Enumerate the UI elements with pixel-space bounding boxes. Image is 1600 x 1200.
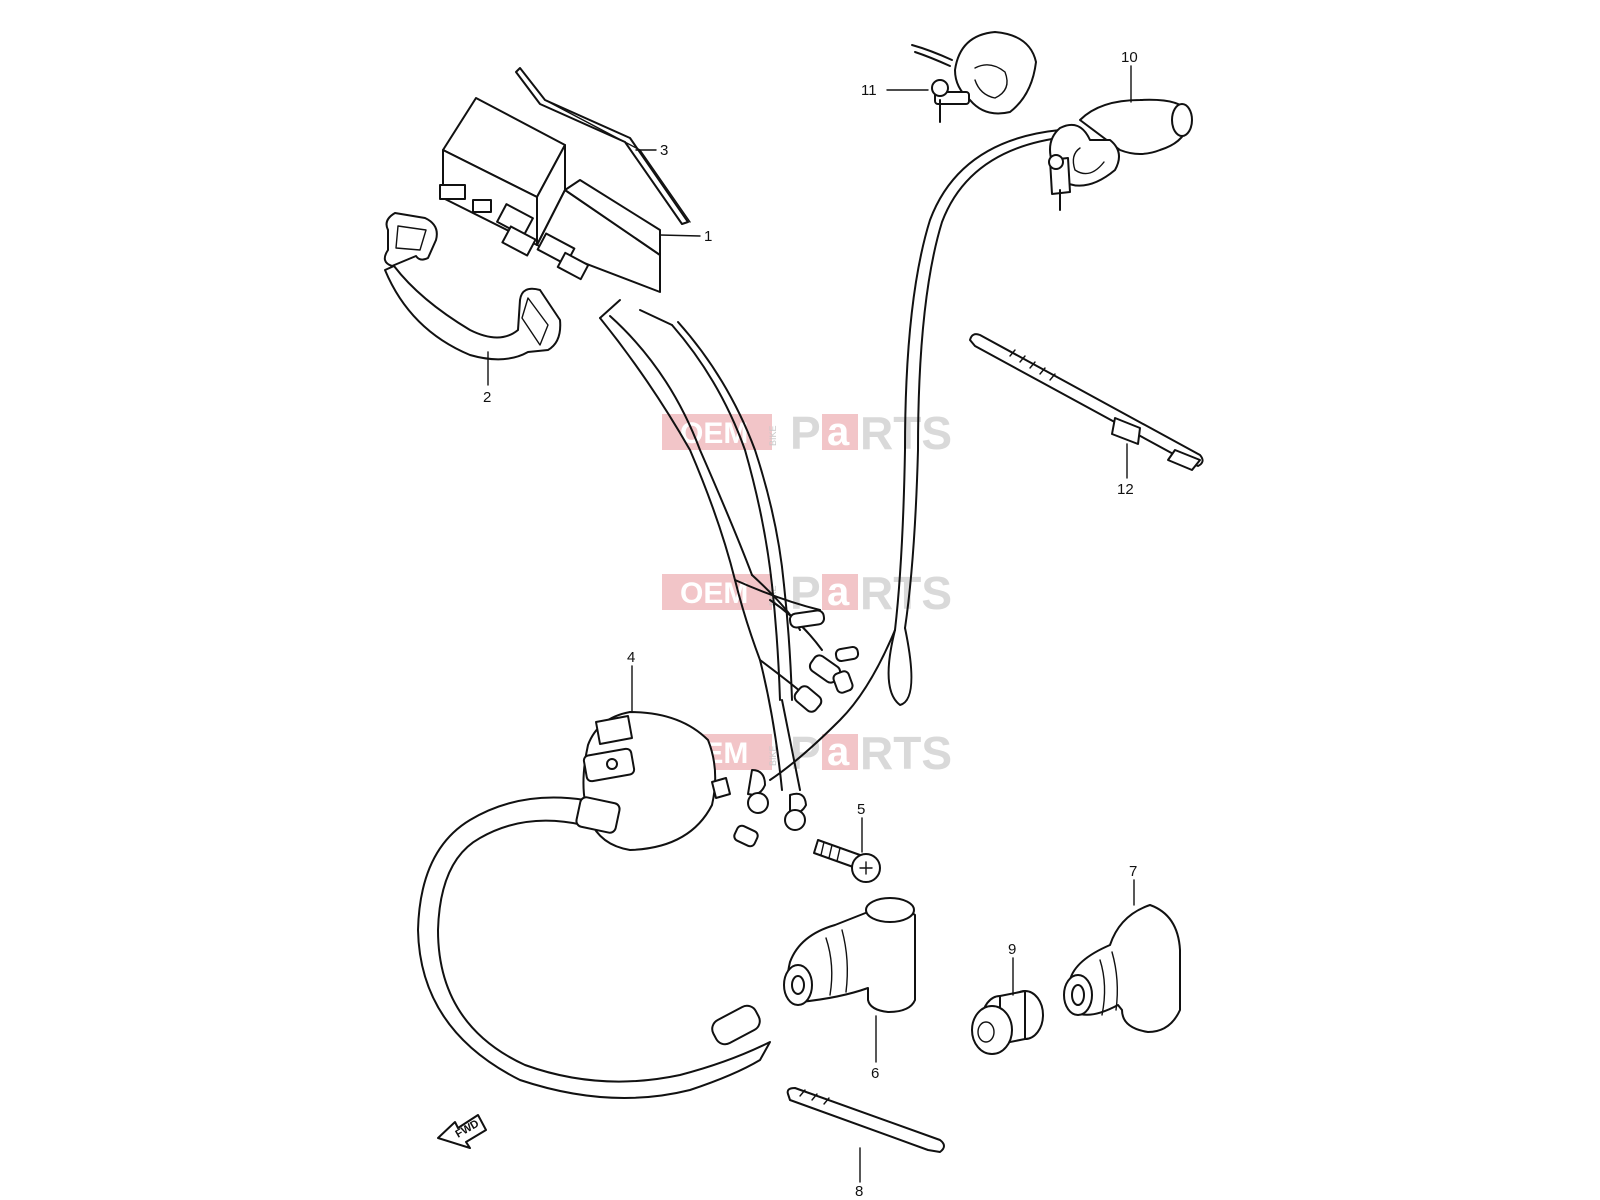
part-1-cdi-unit xyxy=(439,97,661,293)
watermark-p: P xyxy=(790,407,821,459)
part-12-cable-tie xyxy=(969,333,1204,471)
callout-12: 12 xyxy=(1117,481,1134,498)
callout-1: 1 xyxy=(704,228,712,245)
watermark-bike: BIKE xyxy=(768,425,778,446)
callout-labels: 3 1 2 4 5 6 7 8 9 10 11 12 xyxy=(483,49,1138,1200)
wiring-harness xyxy=(599,299,823,791)
part-10-kill-switch xyxy=(1048,98,1193,211)
part-4-ignition-coil xyxy=(582,711,807,851)
callout-11: 11 xyxy=(861,82,877,99)
watermark-a: a xyxy=(827,730,850,774)
callout-2: 2 xyxy=(483,389,491,406)
watermark-oem: OEM xyxy=(680,417,748,450)
switch-cable xyxy=(769,129,1067,781)
watermark-rts: RTS xyxy=(860,567,952,619)
callout-9: 9 xyxy=(1008,941,1016,958)
callout-3: 3 xyxy=(660,142,668,159)
callout-10: 10 xyxy=(1121,49,1138,66)
callout-7: 7 xyxy=(1129,863,1137,880)
callout-4: 4 xyxy=(627,649,635,666)
fwd-arrow: FWD xyxy=(437,1114,487,1149)
watermark-rts: RTS xyxy=(860,727,952,779)
watermark-a: a xyxy=(827,570,850,614)
callout-6: 6 xyxy=(871,1065,879,1082)
part-8-cable-tie xyxy=(786,1087,945,1153)
watermark-oem: OEM xyxy=(680,577,748,610)
ht-lead xyxy=(417,796,771,1099)
part-7-plug-cap xyxy=(1063,904,1181,1033)
wire-connectors xyxy=(788,609,860,713)
callout-leaders xyxy=(487,65,1135,1183)
watermark-bike: BIKE xyxy=(768,745,778,766)
callout-5: 5 xyxy=(857,801,865,818)
watermark-a: a xyxy=(827,410,850,454)
part-6-plug-cap xyxy=(783,897,916,1013)
part-5-bolt xyxy=(813,839,881,883)
callout-8: 8 xyxy=(855,1183,863,1200)
part-2-bracket xyxy=(383,212,562,361)
watermark-top: OEM BIKE P a RTS xyxy=(662,407,952,459)
part-11-clamp xyxy=(911,31,1037,123)
part-9-grommet xyxy=(971,990,1044,1055)
watermark-middle: OEM BIKE P a RTS xyxy=(662,567,952,619)
